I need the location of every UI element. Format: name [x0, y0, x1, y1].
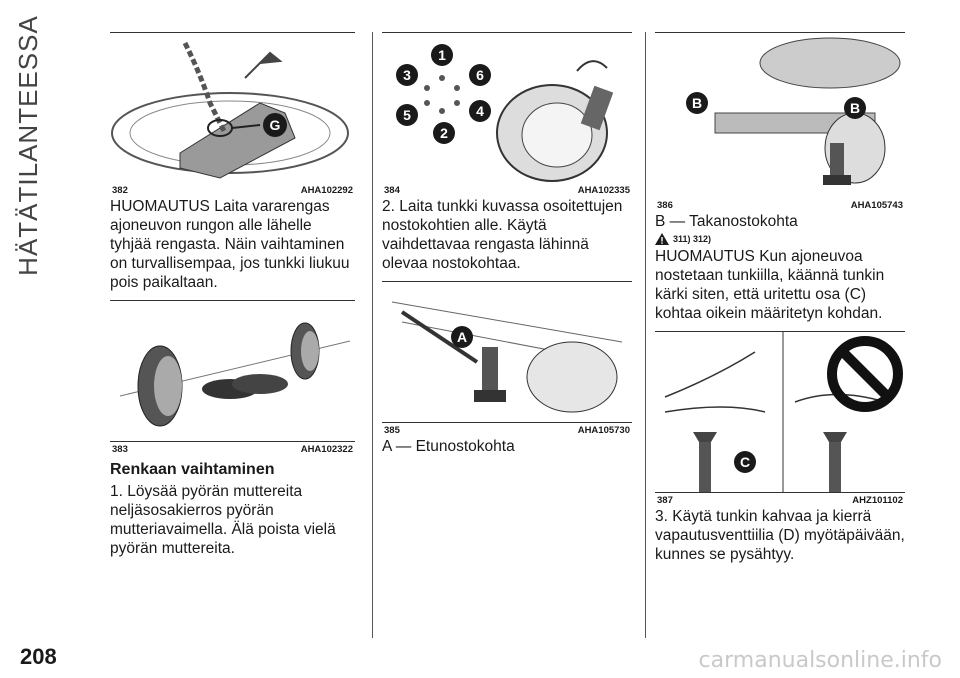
- figure-code: AHA105730: [577, 424, 630, 436]
- figure-number: 384: [384, 184, 400, 196]
- warning-references: 311) 312): [655, 231, 905, 247]
- figure-code: AHA102335: [577, 184, 630, 196]
- spare-tire-chain-illustration: G: [111, 41, 349, 179]
- watermark: carmanualsonline.info: [698, 648, 942, 673]
- figure-number: 385: [384, 424, 400, 436]
- note-jack-tip: HUOMAUTUS Kun ajoneuvoa nostetaan tunkii…: [655, 248, 885, 322]
- rear-jack-point-illustration: B B: [686, 37, 901, 185]
- figure-code: AHA102292: [300, 184, 353, 196]
- column-divider-1: [372, 32, 373, 638]
- figure-385: A 385 AHA105730: [382, 282, 632, 437]
- page-number: 208: [20, 644, 57, 669]
- callout-6: 6: [476, 67, 484, 83]
- column-3: B B 386 AHA105743 B — Takanostokohta 311)…: [655, 32, 905, 564]
- column-2: 1 2 3 4 5 6 384 AHA102335 2. Laita tunkki…: [382, 32, 632, 456]
- figure-code: AHA105743: [850, 199, 903, 211]
- figure-384: 1 2 3 4 5 6 384 AHA102335: [382, 32, 632, 197]
- warning-triangle-icon: [655, 233, 669, 245]
- figure-number: 386: [657, 199, 673, 211]
- step-3: 3. Käytä tunkin kahvaa ja kierrä vapautu…: [655, 508, 905, 563]
- callout-5: 5: [403, 107, 411, 123]
- callout-a: A: [457, 329, 467, 345]
- section-title: HÄTÄTILANTEESSA: [12, 14, 43, 276]
- figure-386: B B 386 AHA105743: [655, 32, 905, 212]
- prohibited-icon: [827, 336, 903, 412]
- column-1: G 382 AHA102292 HUOMAUTUS Laita vararenga…: [110, 32, 355, 558]
- callout-g: G: [270, 117, 281, 133]
- callout-c: C: [740, 454, 750, 470]
- callout-b-left: B: [692, 95, 702, 111]
- section-heading: Renkaan vaihtaminen: [110, 461, 275, 478]
- callout-3: 3: [403, 67, 411, 83]
- step-1: 1. Löysää pyörän muttereita neljäsosakie…: [110, 483, 336, 557]
- lug-nut-order-illustration: 1 2 3 4 5 6: [396, 44, 614, 182]
- caption-rear-point: B — Takanostokohta: [655, 213, 798, 230]
- figure-383: 383 AHA102322: [110, 301, 355, 456]
- column-divider-2: [645, 32, 646, 638]
- note-spare-tire: HUOMAUTUS Laita vararengas ajoneuvon run…: [110, 198, 350, 291]
- figure-number: 382: [112, 184, 128, 196]
- figure-number: 383: [112, 443, 128, 455]
- figure-382: G 382 AHA102292: [110, 32, 355, 197]
- callout-2: 2: [440, 125, 448, 141]
- front-jack-point-illustration: A: [391, 301, 623, 413]
- callout-4: 4: [476, 103, 484, 119]
- figure-code: AHZ101102: [852, 494, 903, 506]
- callout-b-right: B: [850, 100, 860, 116]
- tires-on-ground-illustration: [119, 322, 351, 427]
- caption-front-point: A — Etunostokohta: [382, 438, 515, 455]
- figure-code: AHA102322: [300, 443, 353, 455]
- jack-tip-orientation-illustration: C: [664, 332, 903, 492]
- figure-number: 387: [657, 494, 673, 506]
- step-2: 2. Laita tunkki kuvassa osoitettujen nos…: [382, 198, 623, 272]
- callout-1: 1: [438, 47, 446, 63]
- figure-387: C 387 AHZ101102: [655, 332, 905, 507]
